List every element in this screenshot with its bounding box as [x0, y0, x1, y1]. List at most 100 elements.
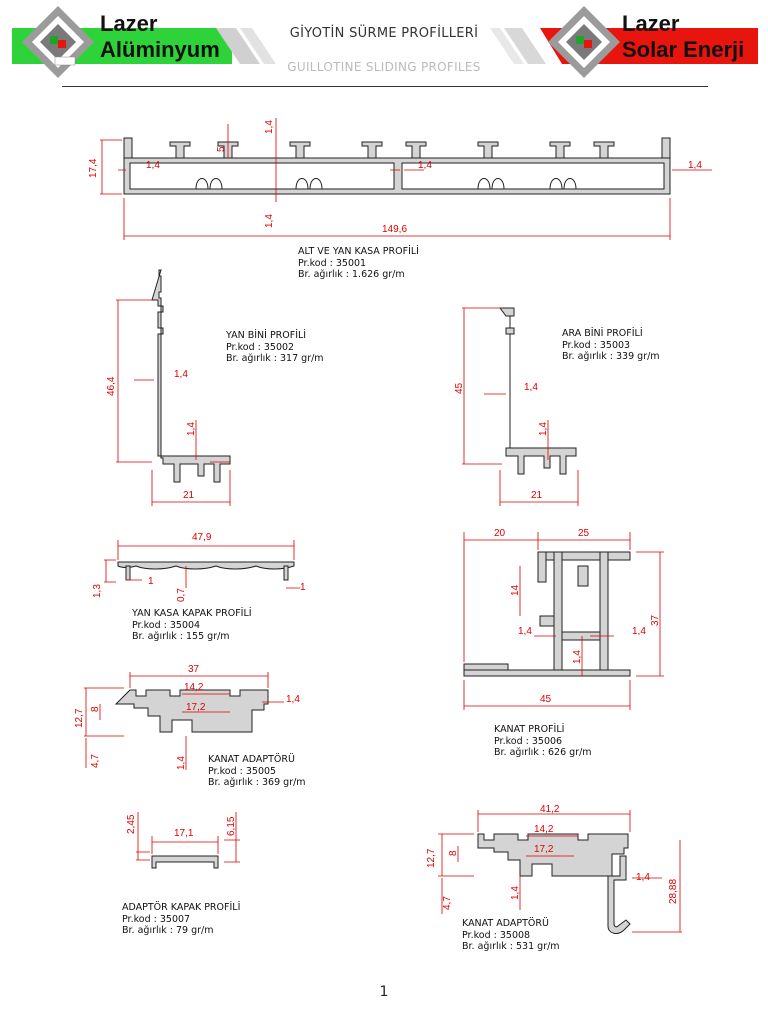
dim-label: 12,7 [74, 708, 85, 728]
dim-label: 1,3 [92, 584, 103, 598]
dim-label: 1,4 [418, 160, 432, 171]
dim-label: 1,4 [632, 626, 646, 637]
brand-left-line2: Alüminyum [100, 37, 220, 62]
page-number: 1 [379, 984, 389, 1000]
dim-label: 1 [300, 582, 306, 593]
dim-label: 1,4 [286, 694, 300, 705]
dim-label: 1 [148, 576, 154, 587]
dim-label: 8 [448, 850, 459, 856]
profile-35008-dimensions: 41,2 14,2 17,2 12,7 8 4,7 1,4 1,4 28,88 [426, 804, 682, 933]
caption-35004: YAN KASA KAPAK PROFİLİ Pr.kod : 35004 Br… [132, 608, 252, 643]
profile-35006-shape [463, 551, 631, 677]
profile-weight: Br. ağırlık : 531 gr/m [462, 941, 560, 952]
dim-label: 2,45 [126, 814, 137, 834]
dim-label: 1,4 [174, 369, 188, 380]
profile-35002-dimensions: 46,4 1,4 1,4 21 [106, 299, 231, 506]
dim-label: 1,4 [176, 756, 187, 770]
dim-label: 17,4 [88, 158, 99, 178]
profile-35005-shape [114, 689, 269, 733]
dim-label: 149,6 [382, 224, 407, 235]
profile-code: Pr.kod : 35006 [494, 735, 563, 747]
profile-name: YAN BİNİ PROFİLİ [226, 330, 307, 341]
dim-label: 25 [578, 528, 590, 539]
lazer-logo-left [22, 6, 94, 78]
profile-35005-dimensions: 37 14,2 17,2 12,7 8 4,7 1,4 1,4 [74, 664, 300, 770]
dim-label: 37 [650, 614, 661, 626]
dim-label: 46,4 [106, 376, 117, 396]
right-grey-stripe [504, 28, 546, 64]
profile-weight: Br. ağırlık : 317 gr/m [226, 353, 324, 364]
profile-weight: Br. ağırlık : 155 gr/m [132, 631, 230, 642]
dim-label: 45 [540, 694, 552, 705]
profile-name: ALT VE YAN KASA PROFİLİ [298, 246, 419, 257]
profile-35004-dimensions: 47,9 1,3 1 0,7 1 [92, 532, 306, 602]
right-grey-stripe [490, 28, 524, 64]
caption-35002: YAN BİNİ PROFİLİ Pr.kod : 35002 Br. ağır… [226, 330, 324, 365]
profile-drawings: .pf { fill:#d4d4d4; stroke:#222; stroke-… [74, 118, 712, 934]
profile-name: KANAT ADAPTÖRÜ [208, 754, 295, 765]
profile-name: ADAPTÖR KAPAK PROFİLİ [122, 902, 241, 913]
dim-label: 1,4 [186, 422, 197, 436]
dim-label: 6,15 [226, 816, 237, 836]
dim-label: 20 [494, 528, 506, 539]
profile-code: Pr.kod : 35008 [462, 929, 531, 941]
profile-code: Pr.kod : 35007 [122, 913, 191, 925]
brand-right-line2: Solar Enerji [622, 37, 745, 62]
profile-code: Pr.kod : 35001 [298, 257, 367, 269]
profile-name: KANAT PROFİLİ [494, 724, 565, 735]
dim-label: 4,7 [442, 896, 453, 910]
profile-35002-shape [151, 269, 231, 483]
profile-35003-shape [499, 307, 577, 475]
dim-label: 1,4 [264, 214, 275, 228]
dim-label: 37 [188, 664, 200, 675]
profile-name: YAN KASA KAPAK PROFİLİ [132, 608, 252, 619]
profile-35006-dimensions: 20 25 14 1,4 1,4 1,4 37 45 [463, 528, 664, 710]
profile-35001-shape [123, 137, 671, 195]
title-turkish: GİYOTİN SÜRME PROFİLLERİ [289, 26, 479, 41]
dim-label: 5 [216, 146, 227, 152]
dim-label: 45 [454, 382, 465, 394]
brand-left-line1: Lazer [100, 11, 158, 36]
profile-weight: Br. ağırlık : 79 gr/m [122, 925, 214, 936]
dim-label: 1,4 [264, 120, 275, 134]
dim-label: 17,1 [174, 828, 194, 839]
dim-label: 1,4 [636, 872, 650, 883]
dim-label: 21 [183, 490, 195, 501]
caption-35003: ARA BİNİ PROFİLİ Pr.kod : 35003 Br. ağır… [562, 328, 660, 363]
dim-label: 0,7 [176, 588, 187, 602]
dim-label: 14,2 [184, 682, 204, 693]
dim-label: 1,4 [688, 160, 702, 171]
dim-label: 12,7 [426, 848, 437, 868]
profile-code: Pr.kod : 35005 [208, 765, 277, 777]
dim-label: 1,4 [518, 626, 532, 637]
dim-label: 1,4 [510, 886, 521, 900]
dim-label: 17,2 [534, 844, 554, 855]
caption-35005: KANAT ADAPTÖRÜ Pr.kod : 35005 Br. ağırlı… [208, 754, 306, 789]
dim-label: 14 [510, 584, 521, 596]
dim-label: 1,4 [572, 650, 583, 664]
dim-label: 41,2 [540, 804, 560, 815]
header-banner [12, 6, 758, 78]
caption-35007: ADAPTÖR KAPAK PROFİLİ Pr.kod : 35007 Br.… [122, 902, 240, 937]
brand-right-line1: Lazer [622, 11, 680, 36]
title-english: GUILLOTINE SLIDING PROFILES [287, 60, 481, 74]
dim-label: 47,9 [192, 532, 212, 543]
profile-35008-shape [477, 833, 631, 934]
page-header: Lazer Alüminyum Lazer Solar Enerji GİYOT… [0, 0, 768, 90]
header-rule [62, 86, 708, 87]
caption-35008: KANAT ADAPTÖRÜ Pr.kod : 35008 Br. ağırlı… [462, 918, 560, 953]
profile-weight: Br. ağırlık : 339 gr/m [562, 351, 660, 362]
caption-35001: ALT VE YAN KASA PROFİLİ Pr.kod : 35001 B… [298, 246, 419, 281]
dim-label: 8 [90, 706, 101, 712]
profile-35001-dimensions: 17,4 1,4 5 1,4 1,4 1,4 1,4 149,6 [88, 118, 712, 240]
dim-label: 17,2 [186, 702, 206, 713]
lazer-logo-right [548, 6, 620, 78]
profile-name: KANAT ADAPTÖRÜ [462, 918, 549, 929]
profile-code: Pr.kod : 35003 [562, 339, 631, 351]
profile-code: Pr.kod : 35002 [226, 341, 295, 353]
profile-weight: Br. ağırlık : 369 gr/m [208, 777, 306, 788]
dim-label: 1,4 [524, 382, 538, 393]
caption-35006: KANAT PROFİLİ Pr.kod : 35006 Br. ağırlık… [494, 724, 592, 759]
dim-label: 28,88 [668, 879, 679, 904]
dim-label: 4,7 [90, 754, 101, 768]
